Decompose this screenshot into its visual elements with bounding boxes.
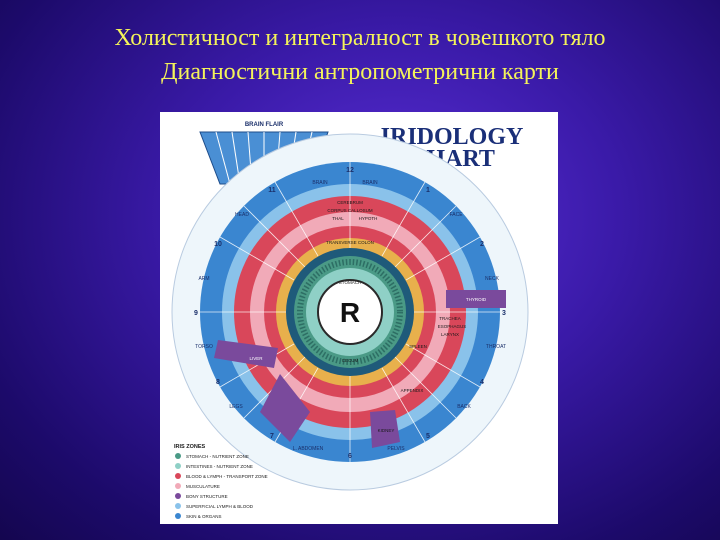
inner-label-6: STOMACH <box>339 280 361 285</box>
clock-number-2: 2 <box>480 241 484 248</box>
inner-label-9: KIDNEY <box>378 428 395 433</box>
inner-label-15: APPENDIX <box>401 388 424 393</box>
legend-item-5: BONY STRUCTURE <box>186 494 228 499</box>
clock-number-5: 5 <box>426 433 430 440</box>
outer-label-6: PELVIS <box>387 446 405 452</box>
slide-title-line-2: Диагностични антропометрични карти <box>161 59 559 85</box>
inner-label-10: THYROID <box>466 297 487 302</box>
clock-number-7: 7 <box>270 433 274 440</box>
outer-label-8: LEGS <box>229 404 243 410</box>
legend-item-4: MUSCULATURE <box>186 484 220 489</box>
inner-label-3: THAL <box>332 216 344 221</box>
clock-number-1: 1 <box>426 187 430 194</box>
legend-item-6: SUPERFICIAL LYMPH & BLOOD <box>186 504 254 509</box>
outer-label-9: TORSO <box>195 344 213 350</box>
inner-label-5: TRANSVERSE COLON <box>326 240 374 245</box>
iris-wheel <box>171 133 529 491</box>
outer-label-11: HEAD <box>235 212 249 218</box>
inner-label-7: CECUM <box>342 358 359 363</box>
clock-number-9: 9 <box>194 310 198 317</box>
inner-label-8: SPLEEN <box>409 344 427 349</box>
outer-label-1: BRAIN <box>362 180 378 186</box>
slide-title-line-1: Холистичност и интегралност в човешкото … <box>114 25 606 51</box>
clock-number-11: 11 <box>268 187 276 194</box>
iridology-chart-svg: BRAIN FLAIR IRIDOLOGY CHART <box>171 122 529 519</box>
outer-label-4: THROAT <box>486 344 506 350</box>
inner-label-1: CEREBRUM <box>337 200 363 205</box>
legend-item-1: STOMACH - NUTRIENT ZONE <box>186 454 249 459</box>
inner-label-12: ESOPHAGUS <box>438 324 467 329</box>
legend-item-3: BLOOD & LYMPH - TRANSPORT ZONE <box>186 474 268 479</box>
clock-number-4: 4 <box>480 379 484 386</box>
legend-item-7: SKIN & ORGANS <box>186 514 222 519</box>
outer-label-5: BACK <box>457 404 471 410</box>
inner-label-13: LARYNX <box>441 332 459 337</box>
legend-title: IRIS ZONES <box>174 444 206 450</box>
clock-number-8: 8 <box>216 379 220 386</box>
center-letter-r: R <box>340 297 360 328</box>
clock-number-10: 10 <box>214 241 222 248</box>
iris-zones-legend: IRIS ZONES STOMACH - NUTRIENT ZONE INTES… <box>174 444 268 519</box>
clock-number-3: 3 <box>502 310 506 317</box>
inner-label-14: LIVER <box>249 356 263 361</box>
brain-flair-label: BRAIN FLAIR <box>245 122 284 128</box>
iridology-chart-image: BRAIN FLAIR IRIDOLOGY CHART <box>160 112 558 524</box>
legend-item-2: INTESTINES - NUTRIENT ZONE <box>186 464 253 469</box>
outer-label-3: NECK <box>485 276 500 282</box>
outer-label-7: L. ABDOMEN <box>293 446 324 452</box>
outer-label-2: FACE <box>449 212 463 218</box>
clock-number-12: 12 <box>346 167 354 174</box>
outer-label-12: BRAIN <box>312 180 328 186</box>
inner-label-2: CORPUS CALLOSUM <box>327 208 373 213</box>
clock-number-6: 6 <box>348 453 352 460</box>
inner-label-4: HYPOTH <box>359 216 378 221</box>
outer-label-10: ARM <box>198 276 209 282</box>
inner-label-11: TRACHEA <box>439 316 461 321</box>
